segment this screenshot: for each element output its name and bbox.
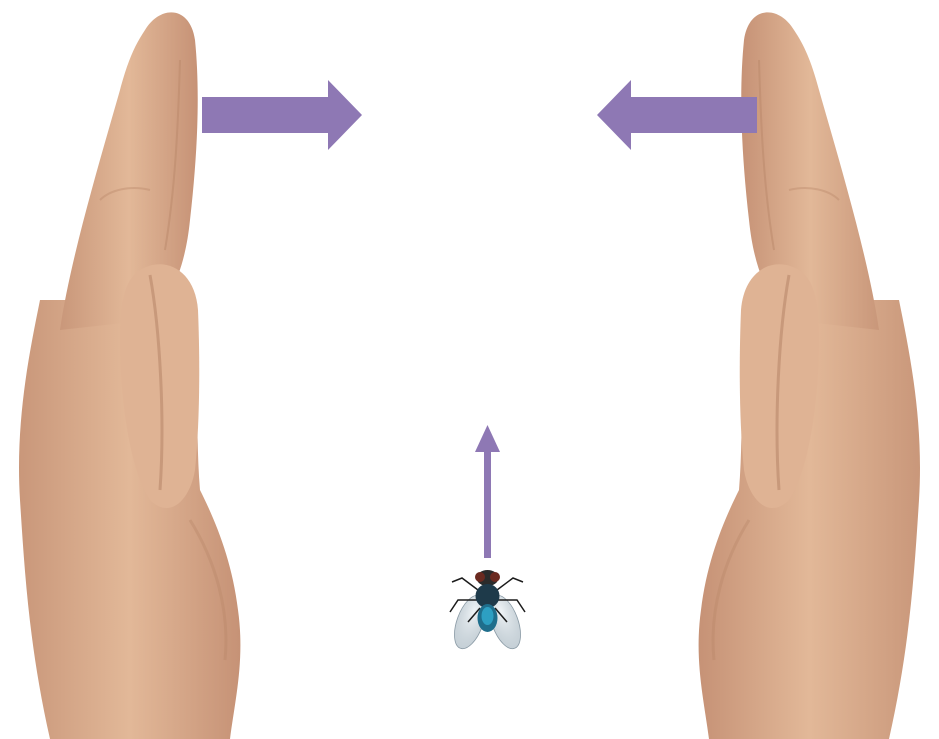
arrow-left-icon <box>597 80 757 150</box>
arrow-right-icon <box>202 80 362 150</box>
fly-icon <box>448 570 527 653</box>
arrow-up-icon <box>475 425 500 558</box>
